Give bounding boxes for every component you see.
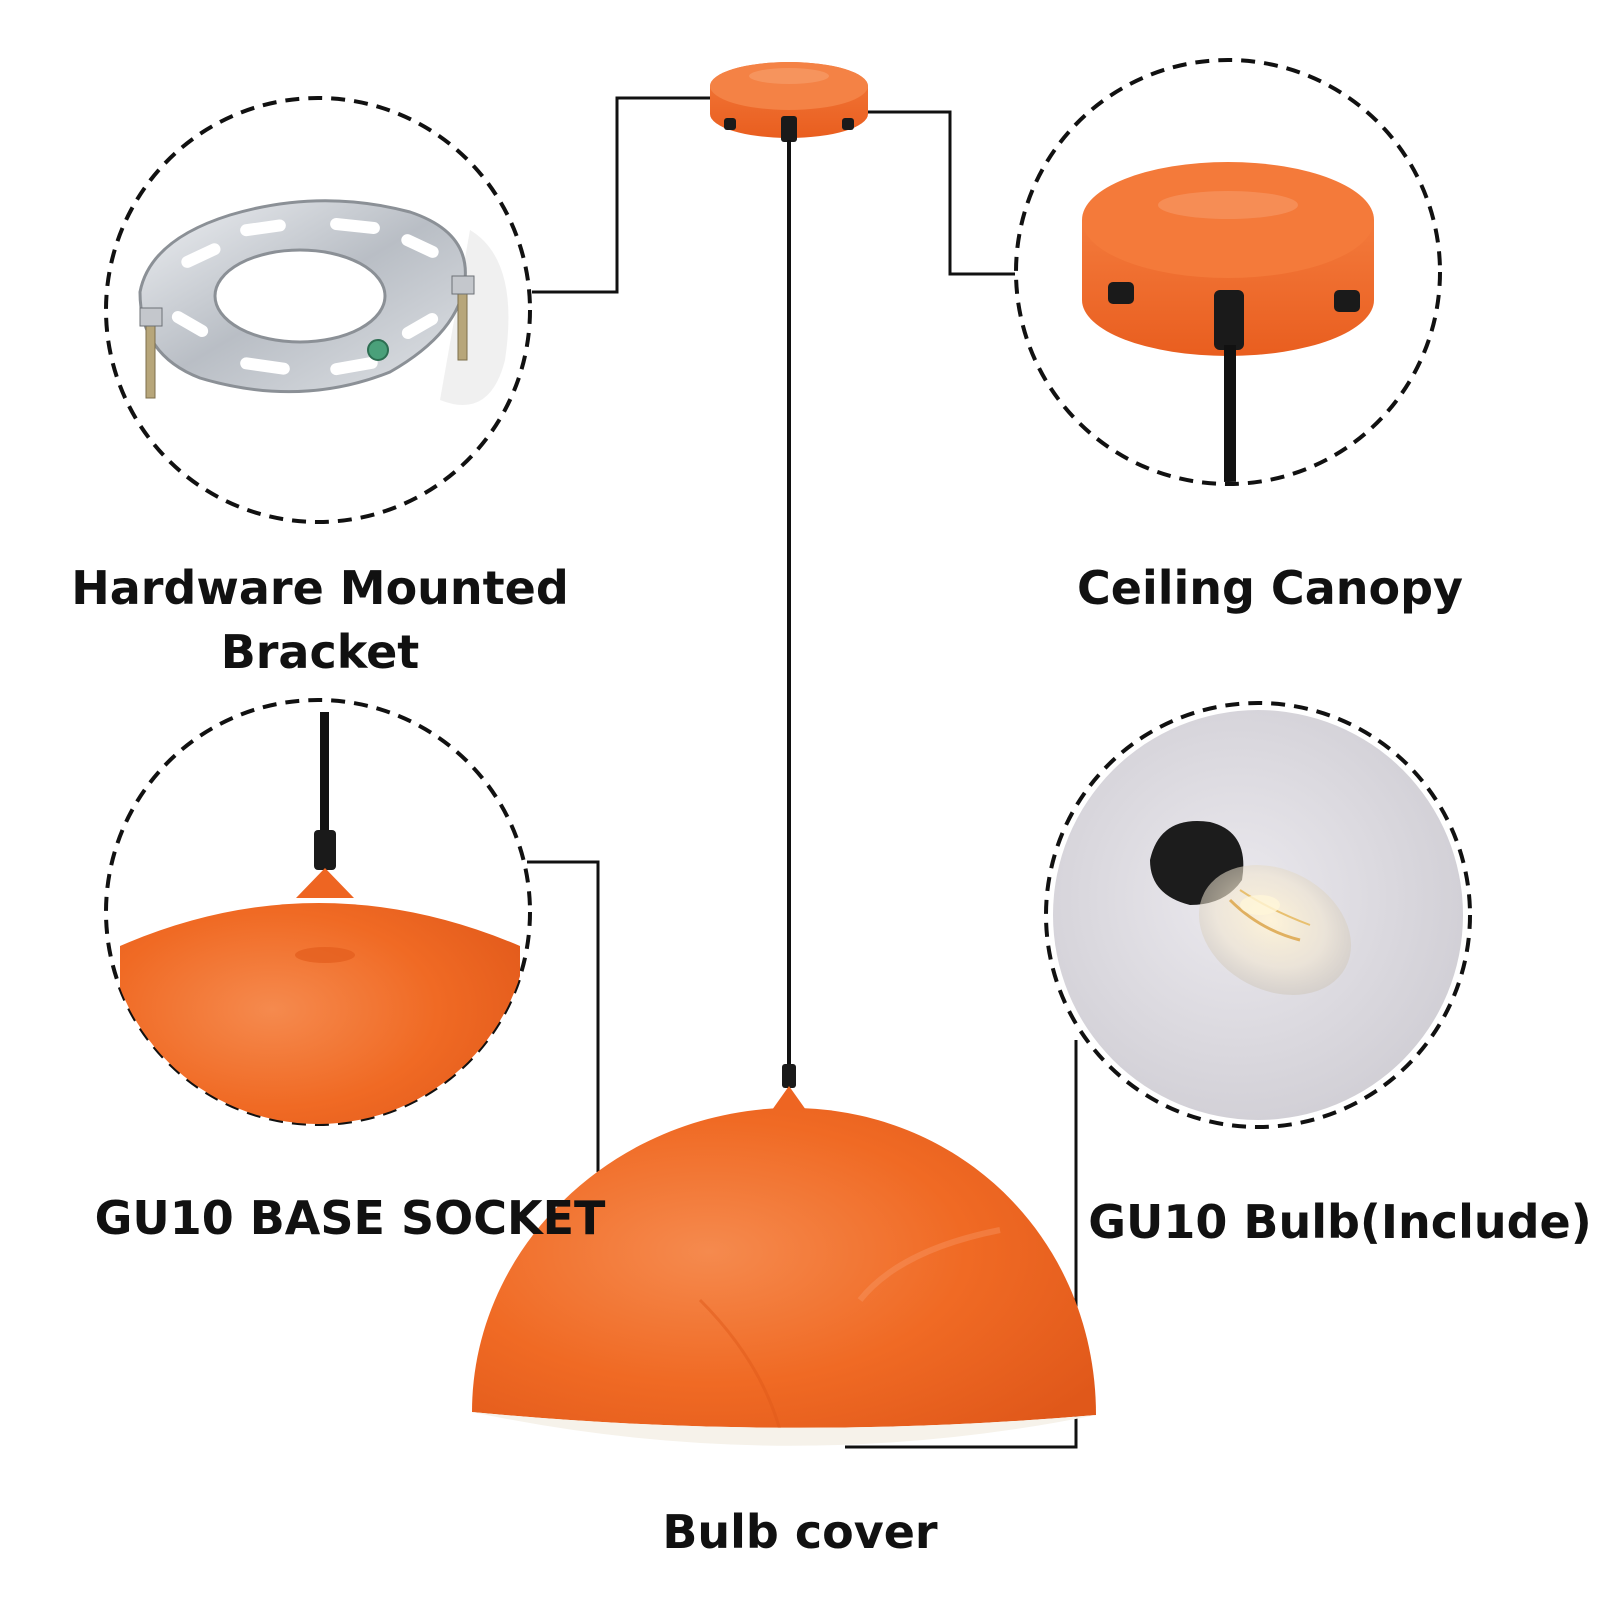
label-bracket-line2: Bracket bbox=[220, 625, 420, 679]
label-ceiling-canopy: Ceiling Canopy bbox=[1076, 561, 1463, 615]
connector-socket bbox=[527, 860, 600, 1172]
bulb-cover-shade bbox=[472, 1086, 1096, 1446]
label-bracket-line1: Hardware Mounted bbox=[71, 561, 569, 615]
label-base-socket: GU10 BASE SOCKET bbox=[94, 1191, 606, 1245]
bulb-detail bbox=[1044, 701, 1472, 1129]
gu10-bulb-icon bbox=[1053, 710, 1463, 1120]
socket-detail bbox=[104, 698, 532, 1126]
ceiling-canopy-icon bbox=[1082, 162, 1374, 482]
label-hardware-mounted-bracket: Hardware Mounted Bracket bbox=[60, 556, 580, 684]
label-bulb-cover: Bulb cover bbox=[662, 1505, 938, 1559]
connector-lines bbox=[527, 96, 1078, 1449]
pendant-lamp bbox=[472, 62, 1096, 1446]
connector-canopy bbox=[868, 110, 1015, 276]
connector-bulb bbox=[845, 1040, 1078, 1449]
mounting-bracket-icon bbox=[138, 199, 475, 399]
bracket-detail bbox=[104, 96, 532, 524]
label-gu10-bulb: GU10 Bulb(Include) bbox=[1088, 1195, 1592, 1249]
canopy-detail bbox=[1014, 58, 1442, 486]
base-socket-icon bbox=[120, 712, 520, 1124]
main-canopy bbox=[710, 62, 868, 142]
connector-bracket bbox=[532, 96, 712, 294]
